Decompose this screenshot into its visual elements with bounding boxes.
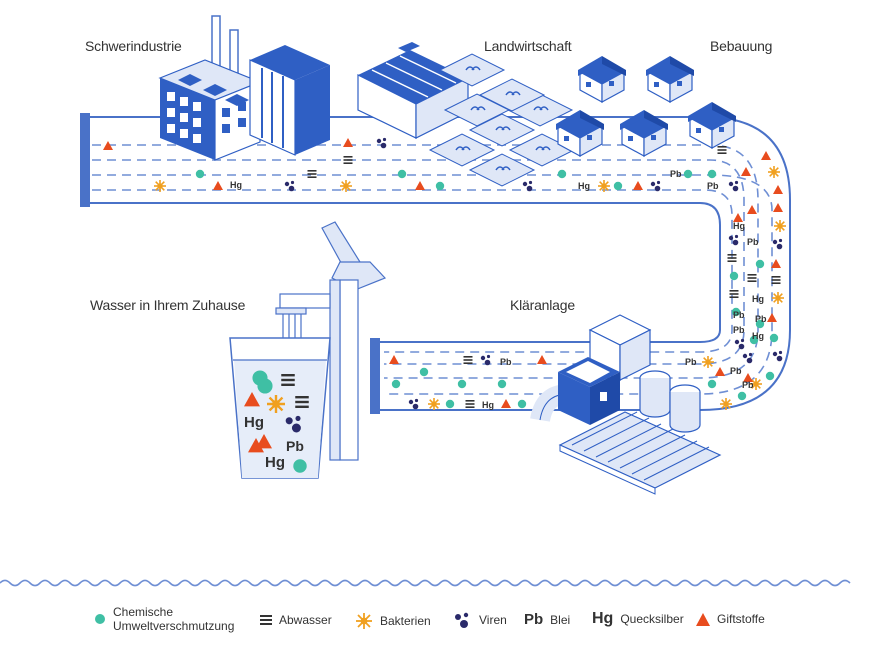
legend-label-sewage: Abwasser: [279, 613, 332, 627]
mercury-mark: Hg: [733, 221, 745, 231]
houses-illustration: [555, 55, 737, 157]
water-cycle-diagram: Hg Hg Pb Pb Pb Hg Hg Pb Pb Hg Pb Pb Pb P…: [0, 15, 851, 587]
lead-mark: Pb: [286, 438, 304, 454]
legend-item-viruses: Viren: [452, 611, 507, 629]
virus-icon: [452, 611, 472, 629]
farm-illustration: [357, 42, 576, 187]
lead-mark: Pb: [755, 314, 767, 324]
upper-pipe: [80, 113, 791, 414]
pipe-end-cap: [80, 113, 90, 207]
bacteria-icon: [355, 612, 373, 630]
lead-mark: Pb: [747, 237, 759, 247]
label-heavy-industry: Schwerindustrie: [85, 38, 182, 54]
label-housing: Bebauung: [710, 38, 773, 54]
legend-item-lead: Pb Blei: [524, 611, 570, 628]
chemical-dot-icon: [94, 613, 106, 625]
mercury-mark: Hg: [265, 454, 285, 471]
legend-item-chemical: Chemische Umweltverschmutzung: [94, 605, 234, 633]
heavy-metal-marks: Hg Hg Pb Pb Pb Hg Hg Pb Pb Hg Pb Pb Pb P…: [230, 169, 767, 471]
lead-mark: Pb: [730, 366, 742, 376]
mercury-mark: Hg: [244, 414, 264, 431]
sewage-lines-icon: [260, 614, 272, 626]
lead-mark: Pb: [733, 310, 745, 320]
legend-label-chemical-line1: Chemische: [113, 605, 174, 619]
mercury-mark: Hg: [578, 181, 590, 191]
legend-item-mercury: Hg Quecksilber: [592, 610, 684, 628]
faucet-illustration: [275, 221, 387, 461]
legend-label-lead: Blei: [550, 612, 571, 627]
toxin-triangle-icon: [696, 612, 710, 626]
mercury-mark: Hg: [752, 331, 764, 341]
legend-label-mercury: Quecksilber: [620, 612, 684, 626]
legend-label-bacteria: Bakterien: [380, 614, 431, 628]
legend-item-sewage: Abwasser: [260, 613, 332, 627]
legend-label-viruses: Viren: [479, 613, 507, 627]
wave-divider: [0, 579, 851, 587]
legend-item-toxins: Giftstoffe: [696, 612, 765, 626]
factory-illustration: [158, 15, 330, 161]
mercury-mark: Hg: [752, 294, 764, 304]
mercury-mark: Hg: [482, 400, 494, 410]
legend: Chemische Umweltverschmutzung Abwasser B…: [0, 600, 880, 644]
pipe-outlet-cap: [370, 338, 380, 414]
mercury-symbol: Hg: [592, 610, 614, 627]
legend-label-chemical-line2: Umweltverschmutzung: [113, 619, 235, 633]
lead-mark: Pb: [733, 325, 745, 335]
legend-item-bacteria: Bakterien: [355, 612, 431, 630]
lead-symbol: Pb: [524, 611, 544, 628]
treatment-plant-illustration: [530, 314, 722, 495]
legend-label-toxins: Giftstoffe: [717, 612, 765, 626]
label-treatment-plant: Kläranlage: [510, 297, 575, 313]
lead-mark: Pb: [685, 357, 697, 367]
label-agriculture: Landwirtschaft: [484, 38, 572, 54]
lead-mark: Pb: [670, 169, 682, 179]
lead-mark: Pb: [500, 357, 512, 367]
mercury-mark: Hg: [230, 180, 242, 190]
label-home-water: Wasser in Ihrem Zuhause: [90, 297, 246, 313]
lead-mark: Pb: [707, 181, 719, 191]
lead-mark: Pb: [742, 380, 754, 390]
